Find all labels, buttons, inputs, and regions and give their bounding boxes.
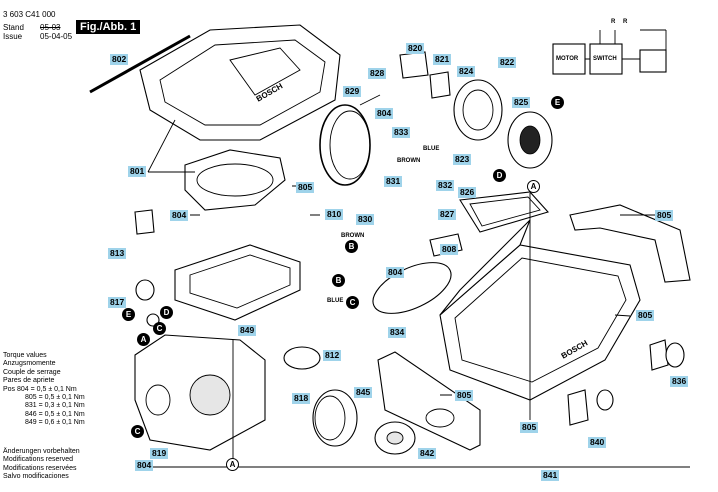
part-tag-812[interactable]: 812 [323, 350, 342, 361]
torque-line: Pares de apriete [3, 377, 55, 385]
part-tag-826[interactable]: 826 [458, 187, 477, 198]
part-tag-845[interactable]: 845 [354, 387, 373, 398]
callout-a: A [527, 180, 540, 193]
torque-row: 805 = 0,5 ± 0,1 Nm [25, 394, 85, 402]
callout-d: D [160, 306, 173, 319]
motor-label: MOTOR [556, 56, 579, 62]
switch-label: SWITCH [593, 56, 617, 62]
callout-c: C [131, 425, 144, 438]
part-tag-823[interactable]: 823 [453, 154, 472, 165]
part-tag-804[interactable]: 804 [170, 210, 189, 221]
callout-b: B [345, 240, 358, 253]
part-tag-834[interactable]: 834 [388, 327, 407, 338]
part-tag-813[interactable]: 813 [108, 248, 127, 259]
issue-date: 05-04-05 [40, 32, 73, 41]
torque-row: 849 = 0,6 ± 0,1 Nm [25, 419, 85, 427]
part-number: 3 603 C41 000 [3, 10, 56, 19]
part-tag-817[interactable]: 817 [108, 297, 127, 308]
change-line: Salvo modificaciones [3, 473, 69, 481]
part-tag-804[interactable]: 804 [375, 108, 394, 119]
figure-label: Fig./Abb. 1 [76, 20, 141, 34]
callout-a: A [226, 458, 239, 471]
resistor-label: R [611, 19, 616, 25]
part-tag-821[interactable]: 821 [433, 54, 452, 65]
issue-label: Issue [3, 32, 23, 41]
part-tag-805[interactable]: 805 [520, 422, 539, 433]
part-tag-833[interactable]: 833 [392, 127, 411, 138]
callout-b: B [332, 274, 345, 287]
callout-c: C [153, 322, 166, 335]
wire-color-label: BROWN [397, 158, 421, 164]
part-tag-805[interactable]: 805 [655, 210, 674, 221]
part-tag-829[interactable]: 829 [343, 86, 362, 97]
part-tag-801[interactable]: 801 [128, 166, 147, 177]
part-tag-805[interactable]: 805 [455, 390, 474, 401]
change-line: Änderungen vorbehalten [3, 448, 80, 455]
part-tag-822[interactable]: 822 [498, 57, 517, 68]
resistor-label: R [623, 19, 628, 25]
change-notice: Änderungen vorbehalten Modifications res… [3, 448, 80, 482]
callout-e: E [551, 96, 564, 109]
torque-line: Couple de serrage [3, 368, 61, 376]
torque-row: 831 = 0,3 ± 0,1 Nm [25, 402, 85, 410]
part-tag-818[interactable]: 818 [292, 393, 311, 404]
part-tag-831[interactable]: 831 [384, 176, 403, 187]
part-tag-824[interactable]: 824 [457, 66, 476, 77]
part-tag-849[interactable]: 849 [238, 325, 257, 336]
torque-line: Torque values [3, 352, 47, 359]
part-tag-804[interactable]: 804 [386, 267, 405, 278]
part-tag-836[interactable]: 836 [670, 376, 689, 387]
part-tag-832[interactable]: 832 [436, 180, 455, 191]
part-tag-804[interactable]: 804 [135, 460, 154, 471]
wire-color-label: BLUE [327, 298, 344, 304]
part-tag-840[interactable]: 840 [588, 437, 607, 448]
part-tag-819[interactable]: 819 [150, 448, 169, 459]
part-tag-802[interactable]: 802 [110, 54, 129, 65]
part-tag-842[interactable]: 842 [418, 448, 437, 459]
change-line: Modifications reservées [3, 464, 77, 472]
callout-d: D [493, 169, 506, 182]
wire-color-label: BROWN [341, 233, 365, 239]
part-tag-841[interactable]: 841 [541, 470, 560, 481]
part-tag-825[interactable]: 825 [512, 97, 531, 108]
torque-row: 846 = 0,5 ± 0,1 Nm [25, 410, 85, 418]
torque-line: Anzugsmomente [3, 360, 56, 368]
stand-date: 05-03 [40, 23, 61, 32]
torque-row: Pos 804 = 0,5 ± 0,1 Nm [3, 385, 77, 393]
callout-c: C [346, 296, 359, 309]
part-tag-827[interactable]: 827 [438, 209, 457, 220]
stand-label: Stand [3, 23, 24, 32]
part-tag-805[interactable]: 805 [636, 310, 655, 321]
part-tag-828[interactable]: 828 [368, 68, 387, 79]
torque-notes: Torque values Anzugsmomente Couple de se… [3, 352, 85, 428]
callout-a: A [137, 333, 150, 346]
part-tag-808[interactable]: 808 [440, 244, 459, 255]
part-tag-810[interactable]: 810 [325, 209, 344, 220]
callout-e: E [122, 308, 135, 321]
change-line: Modifications reserved [3, 456, 74, 464]
part-tag-820[interactable]: 820 [406, 43, 425, 54]
part-tag-830[interactable]: 830 [356, 214, 375, 225]
wire-color-label: BLUE [423, 146, 440, 152]
part-tag-805[interactable]: 805 [296, 182, 315, 193]
